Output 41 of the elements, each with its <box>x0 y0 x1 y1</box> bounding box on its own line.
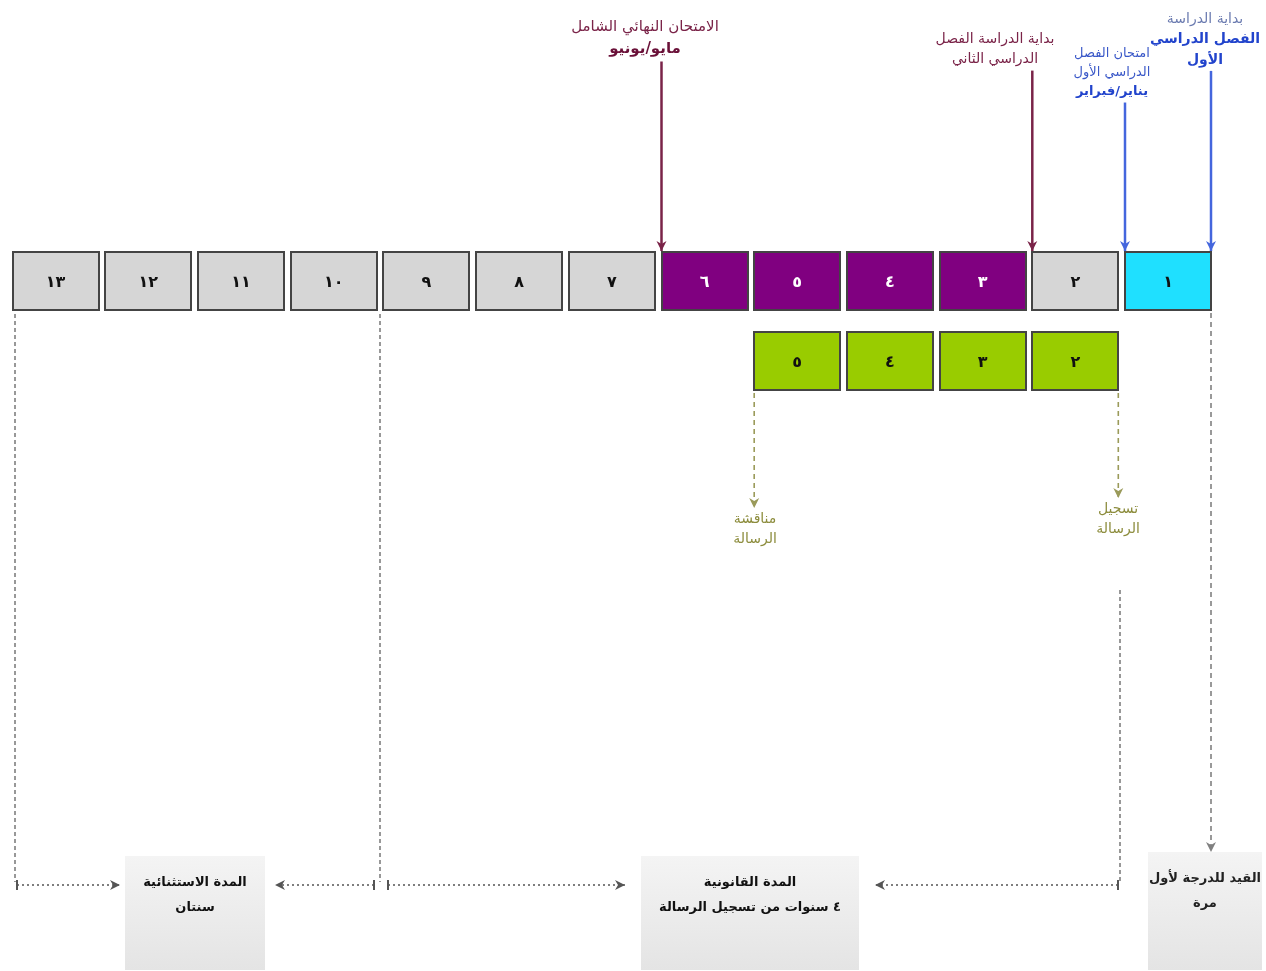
timeline-cell: ٢ <box>1031 251 1120 311</box>
timeline-cell: ٧ <box>567 251 656 311</box>
period-title: المدة الاستثنائية <box>143 873 247 891</box>
note-text: تسجيل الرسالة <box>1095 499 1141 539</box>
note-text: امتحان الفصل الدراسي الأول <box>1072 44 1151 82</box>
period-box <box>641 856 859 970</box>
box-text: القيد للدرجة لأول مرة <box>1148 868 1262 912</box>
note-text: بداية الدراسة الفصل الدراسي الثاني <box>935 29 1055 69</box>
note-text: الامتحان النهائي الشامل <box>571 16 719 38</box>
period-box <box>125 856 265 970</box>
timeline-cell: ١٠ <box>289 251 378 311</box>
period-duration: سنتان <box>175 897 215 916</box>
timeline-cell: ٣ <box>938 251 1027 311</box>
date-text: مايو/يونيو <box>609 37 681 59</box>
timeline-cell: ٤ <box>845 251 934 311</box>
enrollment-box <box>1148 852 1262 970</box>
arrow <box>1120 102 1130 251</box>
thesis-cell: ٣ <box>938 331 1027 391</box>
thesis-cell: ٥ <box>753 331 842 391</box>
note-text: الفصل الدراسي الأول <box>1149 29 1261 69</box>
arrow <box>1206 70 1216 251</box>
note-text: مناقشة الرسالة <box>732 509 778 549</box>
thesis-cell: ٢ <box>1031 331 1120 391</box>
timeline-cell: ١٢ <box>104 251 193 311</box>
period-title: المدة القانونية <box>703 873 797 891</box>
period-duration: ٤ سنوات من تسجيل الرسالة <box>659 897 841 916</box>
timeline-cell: ٦ <box>660 251 749 311</box>
timeline-cell: ١ <box>1124 251 1212 311</box>
timeline-cell: ٥ <box>753 251 842 311</box>
timeline-cell: ١٣ <box>11 251 100 311</box>
timeline-cell: ٩ <box>382 251 471 311</box>
dashed-arrow <box>749 392 760 509</box>
timeline-cell: ١١ <box>197 251 285 311</box>
date-text: يناير/فبراير <box>1075 81 1149 100</box>
note-text: بداية الدراسة <box>1166 9 1244 28</box>
dashed-arrow <box>1206 312 1216 853</box>
timeline-cell: ٨ <box>475 251 564 311</box>
thesis-cell: ٤ <box>845 331 934 391</box>
dashed-arrow <box>1113 392 1124 499</box>
arrow <box>1027 70 1038 251</box>
arrow <box>656 61 667 251</box>
